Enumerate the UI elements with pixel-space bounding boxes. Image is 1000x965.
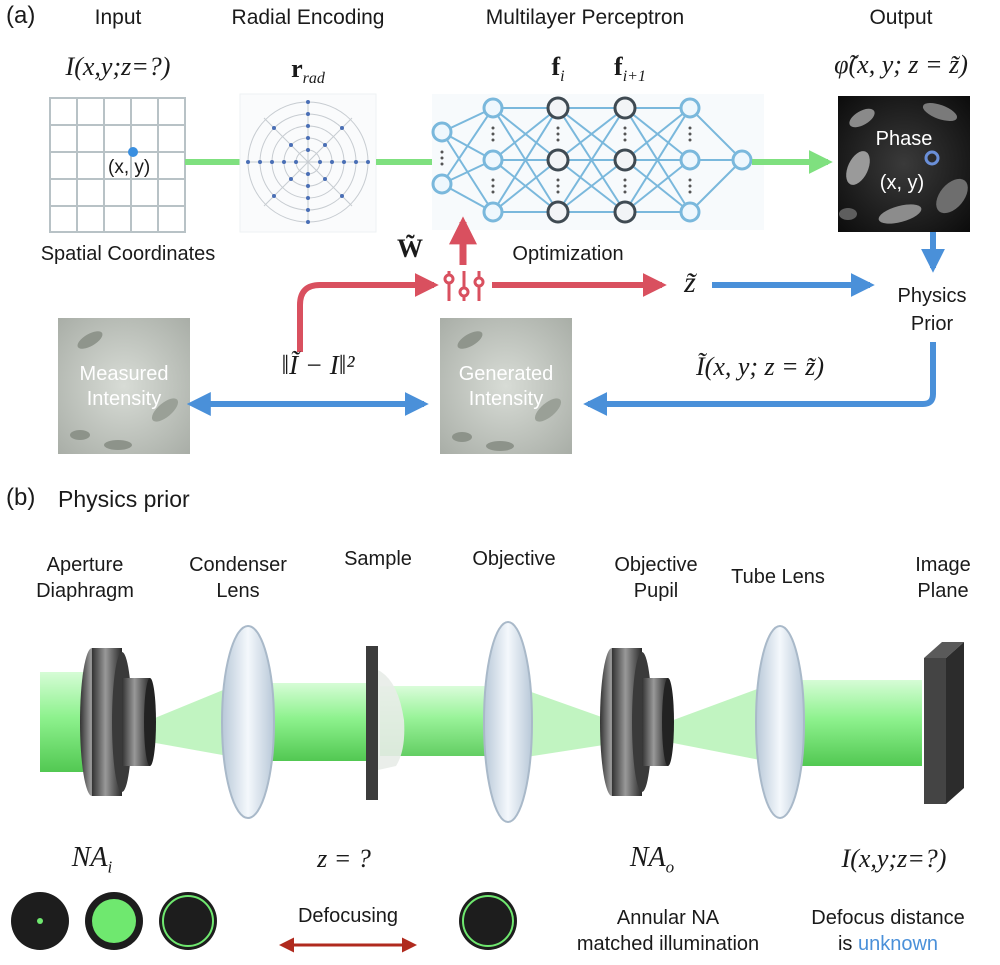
image-plane-expression: I(x,y;z=?) (841, 844, 947, 873)
sliders-icon (443, 271, 485, 301)
generated-intensity-label: Generated Intensity (458, 363, 554, 410)
header-output: Output (869, 6, 933, 29)
fi-f: f (551, 52, 561, 81)
defocus-distance-note: Defocus distance is unknown (811, 905, 964, 957)
header-mlp: Multilayer Perceptron (485, 6, 685, 29)
grid-point (128, 147, 138, 157)
label-sample: Sample (344, 548, 412, 570)
phase-label: Phase (875, 128, 933, 150)
sample-graphic (366, 646, 405, 800)
layer-symbol-fi: fi (551, 52, 564, 86)
header-input: Input (94, 6, 142, 29)
loss-to-weights-arrow (297, 273, 439, 352)
defocus-note-unknown: unknown (857, 933, 939, 955)
na-o-sub: o (665, 857, 675, 877)
phase-image (838, 96, 970, 232)
defocus-note-is: is (837, 933, 858, 955)
na-o-label: NAo (630, 842, 674, 878)
spatial-coordinates-label: Spatial Coordinates (40, 243, 216, 265)
measured-intensity-label: Measured Intensity (79, 363, 169, 410)
na-i-label: NAi (72, 842, 113, 878)
fnext-f: f (614, 52, 623, 81)
fnext-sub: i+1 (622, 68, 646, 86)
phase-coordinate: (x, y) (879, 172, 925, 194)
generated-expression: Ĩ(x, y; z = z̃) (696, 352, 824, 381)
label-aperture-diaphragm: Aperture Diaphragm (36, 554, 134, 602)
defocusing-label: Defocusing (297, 905, 399, 927)
na-i-sub: i (107, 857, 113, 877)
prior-to-generated-arrow (583, 342, 936, 416)
na-o-main: NA (629, 842, 666, 873)
mlp-edges (441, 107, 743, 213)
output-expression: φ̃(x, y; z = z̃) (834, 50, 968, 79)
objective-pupil-graphic (600, 648, 674, 796)
z-estimate: z̃ (684, 266, 696, 299)
objective-lens-graphic (483, 621, 533, 823)
radial-sample-points (246, 100, 370, 224)
condenser-lens-graphic (221, 625, 275, 819)
label-objective-pupil: Objective Pupil (614, 554, 698, 602)
input-grid (49, 97, 186, 233)
panel-a-label: (a) (6, 2, 36, 29)
na-i-main: NA (71, 842, 108, 873)
mlp-background (432, 94, 764, 230)
physics-prior-label: Physics Prior (897, 285, 967, 335)
illumination-pupils (11, 892, 517, 950)
label-tube-lens: Tube Lens (731, 566, 825, 588)
grid-point-label: (x, y) (108, 157, 151, 178)
label-objective: Objective (472, 548, 556, 570)
z-unknown-label: z = ? (317, 844, 371, 873)
header-radial-encoding: Radial Encoding (231, 6, 385, 29)
image-plane-graphic (924, 642, 964, 804)
panel-b-title: Physics prior (58, 486, 190, 512)
tube-lens-graphic (755, 625, 805, 819)
weights-symbol: W̃ (397, 234, 423, 263)
label-image-plane: Image Plane (915, 554, 971, 602)
optimization-label: Optimization (512, 243, 624, 265)
panel-b-label: (b) (6, 484, 36, 511)
defocus-note-line1: Defocus distance (811, 907, 965, 929)
generated-intensity-image (440, 318, 572, 454)
measured-intensity-image (58, 318, 190, 454)
input-expression: I(x,y;z=?) (65, 52, 171, 81)
label-condenser-lens: Condenser Lens (189, 554, 287, 602)
fi-sub: i (560, 68, 565, 86)
mlp-nodes (431, 96, 753, 224)
annular-illumination-label: Annular NA matched illumination (576, 907, 760, 955)
encoding-symbol-sub: rad (302, 70, 325, 88)
aperture-diaphragm-graphic (80, 648, 156, 796)
layer-symbol-fnext: fi+1 (614, 52, 646, 86)
encoding-symbol: rrad (291, 54, 325, 88)
loss-expression: ‖Ĩ − I‖² (281, 350, 355, 380)
encoding-symbol-r: r (291, 54, 303, 83)
mlp-ellipsis (440, 126, 692, 194)
